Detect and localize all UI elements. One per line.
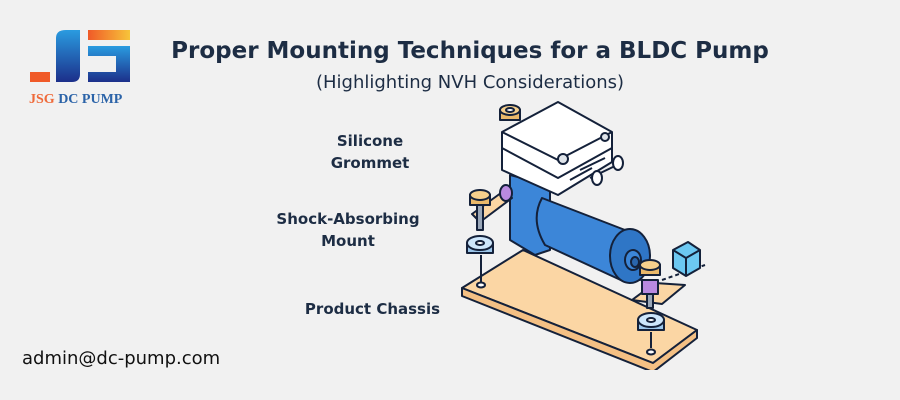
shock-absorbing-mount-right [631, 259, 706, 348]
pump-head [501, 101, 624, 196]
label-product-chassis: Product Chassis [304, 300, 441, 318]
label-line: Mount [321, 232, 375, 250]
page-subtitle: (Highlighting NVH Considerations) [315, 72, 625, 93]
page-title: Proper Mounting Techniques for a BLDC Pu… [171, 38, 769, 64]
label-line: Silicone [336, 132, 404, 150]
silicone-grommet [499, 104, 521, 121]
pump-mounting-illustration [461, 101, 706, 370]
shock-absorbing-mount-left [466, 184, 513, 282]
label-line: Shock-Absorbing [276, 210, 420, 228]
label-line: Grommet [330, 154, 410, 172]
logo-text: JSG DC PUMP [29, 92, 122, 108]
contact-email[interactable]: admin@dc-pump.com [22, 348, 221, 369]
sensor-cube [672, 241, 701, 277]
logo-text-jsg: JSG [29, 92, 55, 107]
logo-text-dc-pump: DC PUMP [58, 92, 123, 107]
chassis-plate [461, 249, 698, 370]
jsg-logo-mark [30, 30, 130, 82]
